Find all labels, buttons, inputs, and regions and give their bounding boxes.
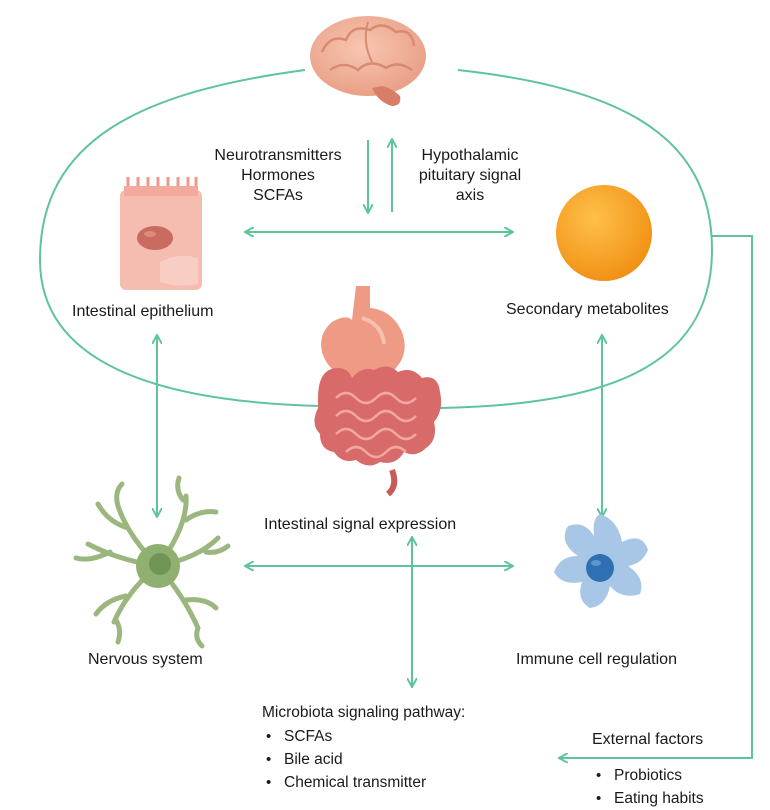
list-item: SCFAs <box>262 725 465 748</box>
metabolite-sphere-icon <box>556 185 652 281</box>
microbiota-list: SCFAs Bile acid Chemical transmitter <box>262 725 465 794</box>
up-signal-label: Hypothalamic pituitary signal axis <box>400 146 540 206</box>
immune-label: Immune cell regulation <box>516 650 677 670</box>
stomach-intestine-icon <box>314 286 441 494</box>
external-factors-list: Probiotics Eating habits <box>592 764 704 810</box>
down-signal-line: Neurotransmitters <box>198 146 358 166</box>
nervous-system-label: Nervous system <box>88 650 203 670</box>
epithelial-cell-icon <box>120 177 202 290</box>
immune-cell-icon <box>554 514 648 608</box>
up-signal-line: pituitary signal <box>400 166 540 186</box>
microbiota-title: Microbiota signaling pathway: <box>262 703 465 723</box>
epithelium-label: Intestinal epithelium <box>72 302 213 322</box>
up-signal-line: axis <box>400 186 540 206</box>
gut-expression-label: Intestinal signal expression <box>264 515 456 535</box>
down-signal-line: SCFAs <box>198 186 358 206</box>
list-item: Probiotics <box>592 764 704 787</box>
brain-icon <box>310 16 426 106</box>
external-factors-title: External factors <box>592 730 703 750</box>
list-item: Chemical transmitter <box>262 771 465 794</box>
down-signal-label: Neurotransmitters Hormones SCFAs <box>198 146 358 206</box>
down-signal-line: Hormones <box>198 166 358 186</box>
list-item: Eating habits <box>592 787 704 810</box>
list-item: Bile acid <box>262 748 465 771</box>
metabolites-label: Secondary metabolites <box>506 300 669 320</box>
microbiota-block: Microbiota signaling pathway: SCFAs Bile… <box>262 703 465 794</box>
up-signal-line: Hypothalamic <box>400 146 540 166</box>
